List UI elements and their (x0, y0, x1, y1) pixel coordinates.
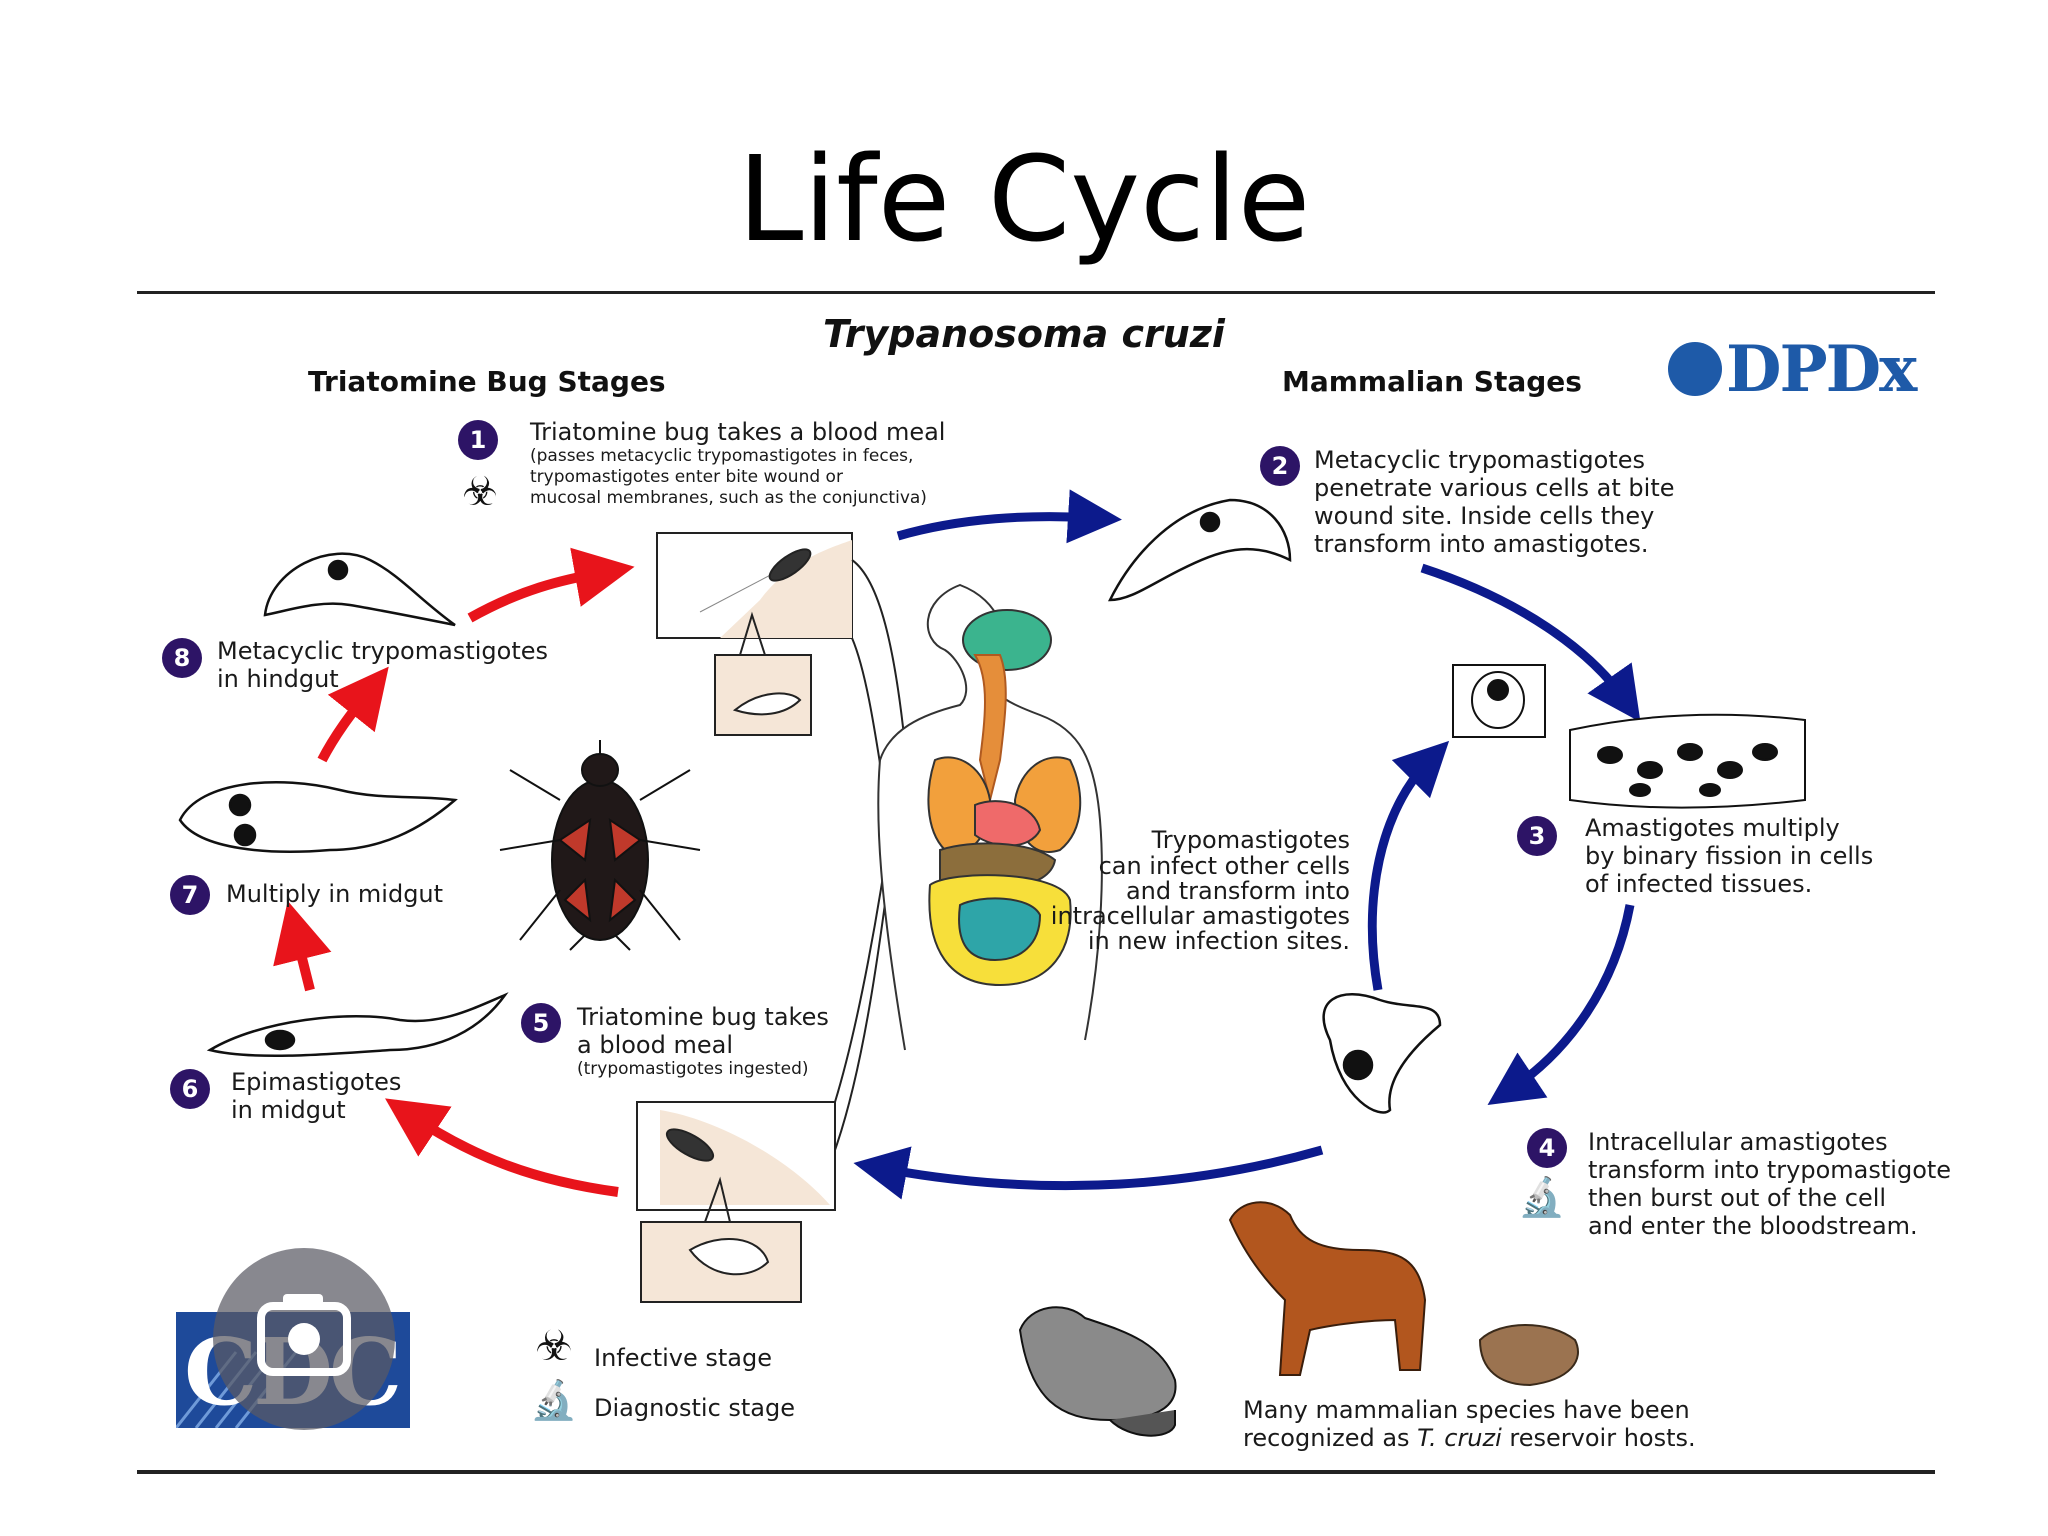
arrow-6-to-7 (273, 900, 332, 992)
step-7-badge: 7 (170, 875, 210, 915)
legend-diagnostic-stage: Diagnostic stage (594, 1394, 796, 1422)
step-4-line-1: Intracellular amastigotes (1588, 1128, 1888, 1156)
opossum-illustration (1478, 1324, 1579, 1387)
legend-infective-stage: Infective stage (594, 1344, 772, 1372)
step-6-line-2: in midgut (231, 1096, 346, 1124)
step-6-badge: 6 (170, 1069, 210, 1109)
step-4-line-3: then burst out of the cell (1588, 1184, 1887, 1212)
infected-cell-inset (1452, 664, 1546, 738)
triatomine-bug (499, 740, 701, 951)
step-3-line-2: by binary fission in cells (1585, 842, 1874, 870)
parasite-stage-4 (1322, 993, 1442, 1114)
step-5-detail: (trypomastigotes ingested) (577, 1059, 809, 1079)
step-1-detail-1: (passes metacyclic trypomastigotes in fe… (530, 446, 914, 466)
step-8-line-1: Metacyclic trypomastigotes (217, 637, 549, 665)
bottom-divider (137, 1470, 1935, 1474)
step-1-badge: 1 (458, 420, 498, 460)
step-2-line-2: penetrate various cells at bite (1314, 474, 1675, 502)
parasite-stage-6 (206, 992, 509, 1058)
bite-box-bottom (636, 1101, 836, 1303)
step-5-line-2: a blood meal (577, 1031, 733, 1059)
center-note-line-1: Trypomastigotes (1151, 826, 1350, 854)
step-5-line-1: Triatomine bug takes (577, 1003, 829, 1031)
step-6-line-1: Epimastigotes (231, 1068, 402, 1096)
arrow-7-to-8 (317, 666, 389, 763)
step-2-badge: 2 (1260, 446, 1300, 486)
step-8-badge: 8 (162, 638, 202, 678)
raccoon-illustration (1018, 1306, 1177, 1437)
arrow-2-to-3 (1420, 563, 1641, 723)
human-body-figure (877, 583, 1103, 1051)
step-3-line-1: Amastigotes multiply (1585, 814, 1840, 842)
right-section-heading: Mammalian Stages (1282, 365, 1582, 398)
step-1-detail-3: mucosal membranes, such as the conjuncti… (530, 488, 927, 508)
camera-search-icon (257, 1294, 351, 1376)
camera-search-button[interactable] (213, 1248, 395, 1430)
bite-box-top (656, 532, 853, 736)
center-note-line-5: in new infection sites. (1087, 927, 1350, 955)
reservoir-note-line-2: recognized as T. cruzi reservoir hosts. (1243, 1424, 1696, 1452)
biohazard-icon: ☣ (462, 470, 498, 514)
arrow-8-to-1 (467, 547, 635, 623)
parasite-stage-7 (178, 781, 458, 853)
arrow-3-to-4 (1487, 904, 1635, 1105)
dpdx-logo: DPDx (1668, 332, 1917, 407)
reservoir-note-line-1: Many mammalian species have been (1243, 1396, 1690, 1424)
arrow-1-to-2 (896, 489, 1122, 544)
dog-illustration (1228, 1201, 1427, 1376)
step-7-line-1: Multiply in midgut (226, 880, 444, 908)
infected-tissue (1569, 713, 1806, 809)
parasite-stage-8 (263, 552, 456, 627)
legend-biohazard-icon: ☣ (535, 1322, 573, 1369)
figure-title: Trypanosoma cruzi (823, 312, 1225, 356)
step-2-line-4: transform into amastigotes. (1314, 530, 1649, 558)
left-section-heading: Triatomine Bug Stages (308, 365, 666, 398)
step-5-badge: 5 (521, 1003, 561, 1043)
top-divider (137, 291, 1935, 294)
center-note-line-4: intracellular amastigotes (1050, 902, 1350, 930)
step-2-line-1: Metacyclic trypomastigotes (1314, 446, 1646, 474)
center-note-line-2: can infect other cells (1098, 852, 1350, 880)
center-note-line-3: and transform into (1125, 877, 1350, 905)
dpdx-shield-icon (1668, 341, 1722, 396)
arrow-4-to-3b (1367, 740, 1450, 991)
step-1-detail-2: trypomastigotes enter bite wound or (530, 467, 843, 487)
step-8-line-2: in hindgut (217, 665, 339, 693)
slide-title: Life Cycle (737, 130, 1311, 268)
parasite-stage-2 (1107, 498, 1292, 602)
legend-microscope-icon: 🔬 (530, 1380, 578, 1422)
step-1-title: Triatomine bug takes a blood meal (530, 418, 946, 446)
step-2-line-3: wound site. Inside cells they (1314, 502, 1655, 530)
step-4-line-4: and enter the bloodstream. (1588, 1212, 1918, 1240)
step-3-line-3: of infected tissues. (1585, 870, 1813, 898)
microscope-icon: 🔬 (1518, 1177, 1566, 1219)
arrow-5-to-6 (385, 1098, 619, 1197)
step-4-badge: 4 (1527, 1128, 1567, 1168)
arrow-4-to-5 (853, 1145, 1324, 1200)
step-3-badge: 3 (1517, 816, 1557, 856)
step-4-line-2: transform into trypomastigote (1588, 1156, 1952, 1184)
